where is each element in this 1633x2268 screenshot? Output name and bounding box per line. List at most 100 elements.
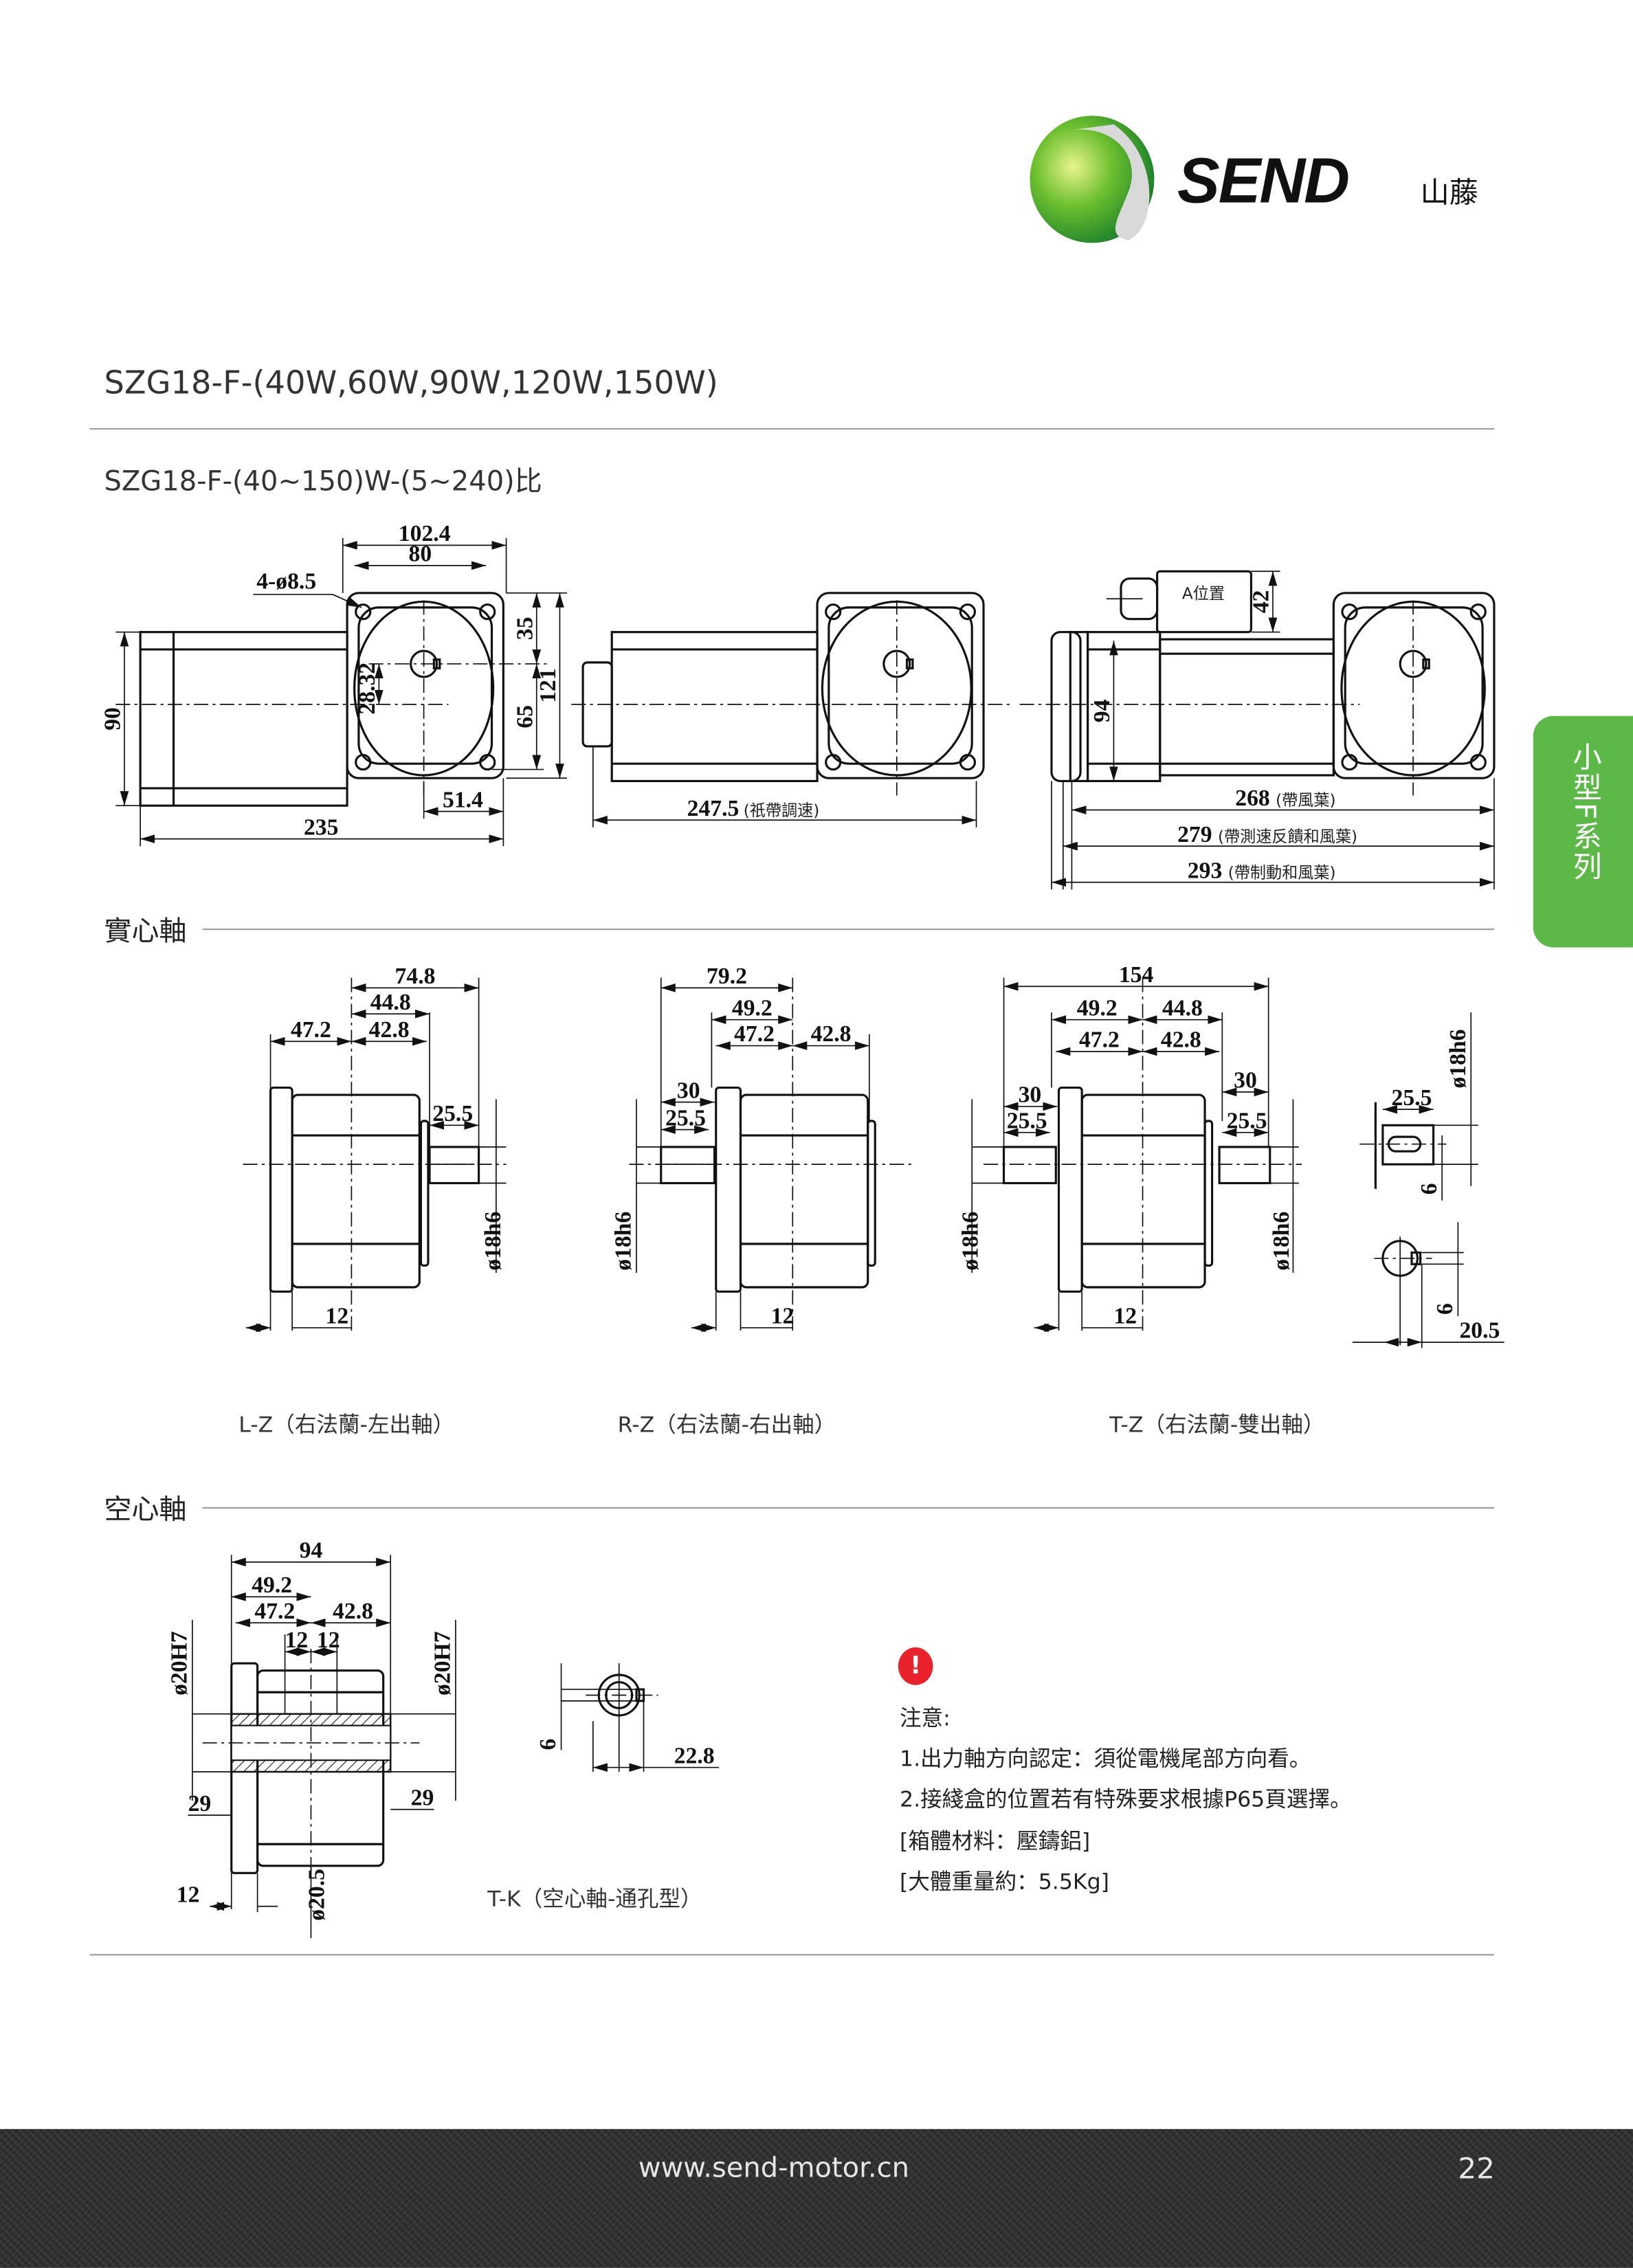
dimension-label: 102.4 [399, 521, 451, 546]
mounting-hole [1469, 753, 1487, 771]
page-number: 22 [1458, 2150, 1495, 2186]
dimension-label: 25.5 [665, 1105, 706, 1131]
footer-band [0, 2128, 1633, 2268]
dimension-label: 94 [1089, 699, 1115, 722]
dimension-label: ø18h6 [1269, 1212, 1294, 1271]
dimension-label: ø20H7 [166, 1631, 192, 1696]
bottom-divider [89, 1954, 1494, 1956]
gear-flange [715, 1087, 742, 1293]
dimension-label: (祇帶調速) [744, 802, 820, 820]
rz-caption: R-Z（右法蘭-右出軸） [617, 1411, 836, 1438]
mounting-hole [959, 753, 977, 771]
dimension-label: 25.5 [1227, 1109, 1267, 1134]
dimension-label: (帶測速反饋和風葉) [1218, 828, 1357, 846]
gearbox-body [1080, 1093, 1206, 1289]
gear-flange [346, 592, 504, 779]
shaft-detail [1381, 1124, 1435, 1166]
mounting-hole [1469, 603, 1487, 621]
dimension-label: 25.5 [1392, 1085, 1432, 1111]
footer-url[interactable]: www.send-motor.cn [638, 2152, 909, 2184]
dimension-label: 12 [771, 1304, 795, 1329]
dimension-label: 94 [300, 1538, 323, 1564]
notes-block: 注意: 1.出力軸方向認定：須從電機尾部方向看。 2.接綫盒的位置若有特殊要求根… [900, 1698, 1352, 1902]
dimension-label: 47.2 [254, 1599, 295, 1624]
dimension-label: 247.5 [687, 796, 740, 821]
dimension-label: 74.8 [395, 964, 436, 989]
dimension-label: 12 [1113, 1304, 1137, 1329]
mounting-hole [479, 603, 496, 621]
dimension-label: 42.8 [369, 1017, 410, 1043]
gearbox-body [291, 1093, 421, 1289]
mounting-hole [355, 603, 372, 621]
series-side-tab[interactable]: 小型F系列 [1533, 715, 1633, 948]
title-divider [89, 427, 1494, 430]
mounting-hole [1341, 603, 1358, 621]
logo-brand: SEND [1177, 145, 1348, 216]
dimension-label: 90 [100, 707, 126, 731]
gear-flange [816, 592, 985, 779]
dimension-label: 65 [512, 705, 537, 729]
dimension-label: 51.4 [443, 787, 483, 812]
dimension-label: 35 [512, 617, 537, 641]
dimension-label: 30 [1019, 1082, 1042, 1108]
output-shaft [660, 1146, 716, 1185]
dimension-label: (帶風葉) [1276, 792, 1335, 810]
dimension-label: 79.2 [707, 964, 747, 989]
dimension-label: 6 [1417, 1183, 1442, 1194]
mounting-hole [1341, 753, 1358, 771]
solid-shaft-divider [202, 929, 1494, 931]
dimension-label: 154 [1119, 962, 1154, 988]
dimension-label: 235 [304, 814, 338, 840]
gear-flange [269, 1087, 293, 1293]
dimension-label: 49.2 [1077, 995, 1118, 1021]
leader-line [332, 594, 362, 608]
bearing-plate [867, 1120, 876, 1267]
motor-body [139, 631, 348, 807]
shaft-key [1422, 658, 1430, 669]
gear-flange [1332, 592, 1496, 779]
dimension-label: 44.8 [370, 990, 411, 1015]
model-subtitle: SZG18-F-(40~150)W-(5~240)比 [104, 465, 542, 498]
note-line: [箱體材料：壓鑄鋁] [899, 1827, 1091, 1854]
flange-inner-outline [357, 606, 493, 765]
technical-drawings: 102.4804-ø8.535651219028.3251.4235247.5(… [100, 521, 1504, 1939]
mounting-hole [825, 753, 842, 771]
dimension-label: 30 [677, 1078, 700, 1103]
dimension-label: 121 [535, 668, 561, 702]
tk-caption: T-K（空心軸-通孔型） [487, 1886, 702, 1913]
output-shaft [1399, 649, 1428, 678]
feedback-cap [1069, 631, 1089, 783]
dimension-label: 12 [177, 1882, 200, 1907]
dimension-label: 25.5 [1007, 1109, 1047, 1134]
dimension-label: 25.5 [432, 1101, 473, 1126]
dimension-label: 42.8 [333, 1599, 373, 1624]
dimension-label: 42 [1249, 590, 1274, 614]
output-shaft [428, 1146, 480, 1185]
dimension-label: 268 [1235, 786, 1269, 811]
dimension-label: 49.2 [732, 995, 773, 1021]
dimension-label: 42.8 [1161, 1027, 1201, 1053]
note-line: 2.接綫盒的位置若有特殊要求根據P65頁選擇。 [899, 1786, 1352, 1813]
page-title: SZG18-F-(40W,60W,90W,120W,150W) [104, 366, 718, 403]
logo-swirl-icon [1070, 124, 1150, 241]
note-line: 1.出力軸方向認定：須從電機尾部方向看。 [899, 1746, 1311, 1772]
motor-body [1159, 638, 1335, 777]
output-shaft [882, 649, 911, 678]
hollow-shaft-divider [202, 1507, 1494, 1509]
dimension-label: 6 [535, 1739, 561, 1750]
dimension-label: 279 [1177, 822, 1212, 847]
dimension-label: ø20.5 [304, 1869, 329, 1921]
dimension-label: 29 [188, 1791, 212, 1816]
dimension-label: ø18h6 [958, 1212, 984, 1271]
solid-shaft-heading: 實心軸 [104, 909, 199, 949]
dimension-label: 49.2 [252, 1572, 292, 1598]
output-shaft-left [1002, 1146, 1057, 1185]
dimension-label: 12 [285, 1627, 309, 1653]
mounting-hole [355, 753, 372, 771]
shaft-key [905, 658, 914, 669]
output-shaft [410, 649, 438, 678]
output-shaft-right [1218, 1146, 1271, 1185]
dimension-label: 44.8 [1162, 995, 1203, 1021]
dimension-label: 12 [326, 1304, 349, 1329]
bearing-plate [419, 1120, 430, 1267]
